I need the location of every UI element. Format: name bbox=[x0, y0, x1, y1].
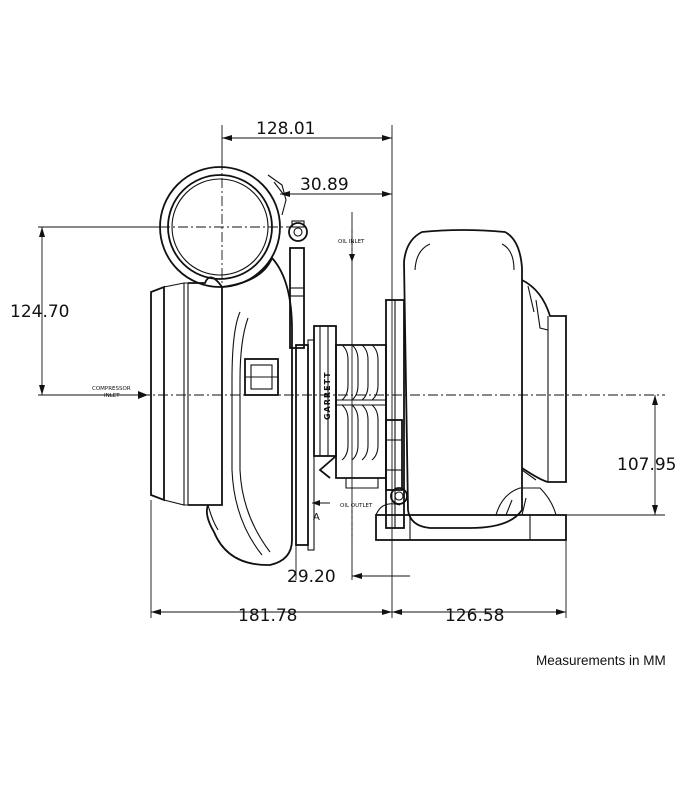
dimension-left-height: 124.70 bbox=[10, 226, 165, 396]
dimension-bottom-offset: 29.20 bbox=[287, 212, 410, 587]
dim-top-width: 128.01 bbox=[256, 119, 315, 139]
center-housing: GARRETT bbox=[295, 325, 387, 551]
compressor-inlet-callout: COMPRESSOR INLET bbox=[92, 386, 148, 399]
dim-left-height: 124.70 bbox=[10, 302, 69, 322]
oil-inlet-label: OIL INLET bbox=[338, 239, 365, 245]
dimension-right-height: 107.95 bbox=[566, 395, 676, 516]
units-note: Measurements in MM bbox=[536, 653, 666, 668]
oil-port-callouts: OIL INLET OIL OUTLET A bbox=[312, 230, 373, 540]
dim-right-height: 107.95 bbox=[617, 455, 676, 475]
turbine-housing bbox=[375, 229, 567, 541]
dimension-oil-offset: 30.89 bbox=[280, 175, 392, 197]
center-lines bbox=[140, 160, 665, 396]
dim-bottom-offset: 29.20 bbox=[287, 567, 336, 587]
oil-inlet-tube bbox=[288, 220, 308, 349]
brand-label: GARRETT bbox=[323, 371, 332, 420]
dimension-bottom-widths: 181.78 126.58 bbox=[150, 500, 567, 626]
compressor-inlet-label-line2: INLET bbox=[104, 393, 120, 399]
view-marker-label: A bbox=[313, 512, 320, 523]
compressor-housing bbox=[150, 166, 293, 566]
compressor-inlet-label-line1: COMPRESSOR bbox=[92, 386, 131, 392]
dim-right-width: 126.58 bbox=[445, 606, 504, 626]
dim-left-width: 181.78 bbox=[238, 606, 297, 626]
oil-outlet-label: OIL OUTLET bbox=[340, 503, 373, 509]
dim-oil-offset: 30.89 bbox=[300, 175, 349, 195]
